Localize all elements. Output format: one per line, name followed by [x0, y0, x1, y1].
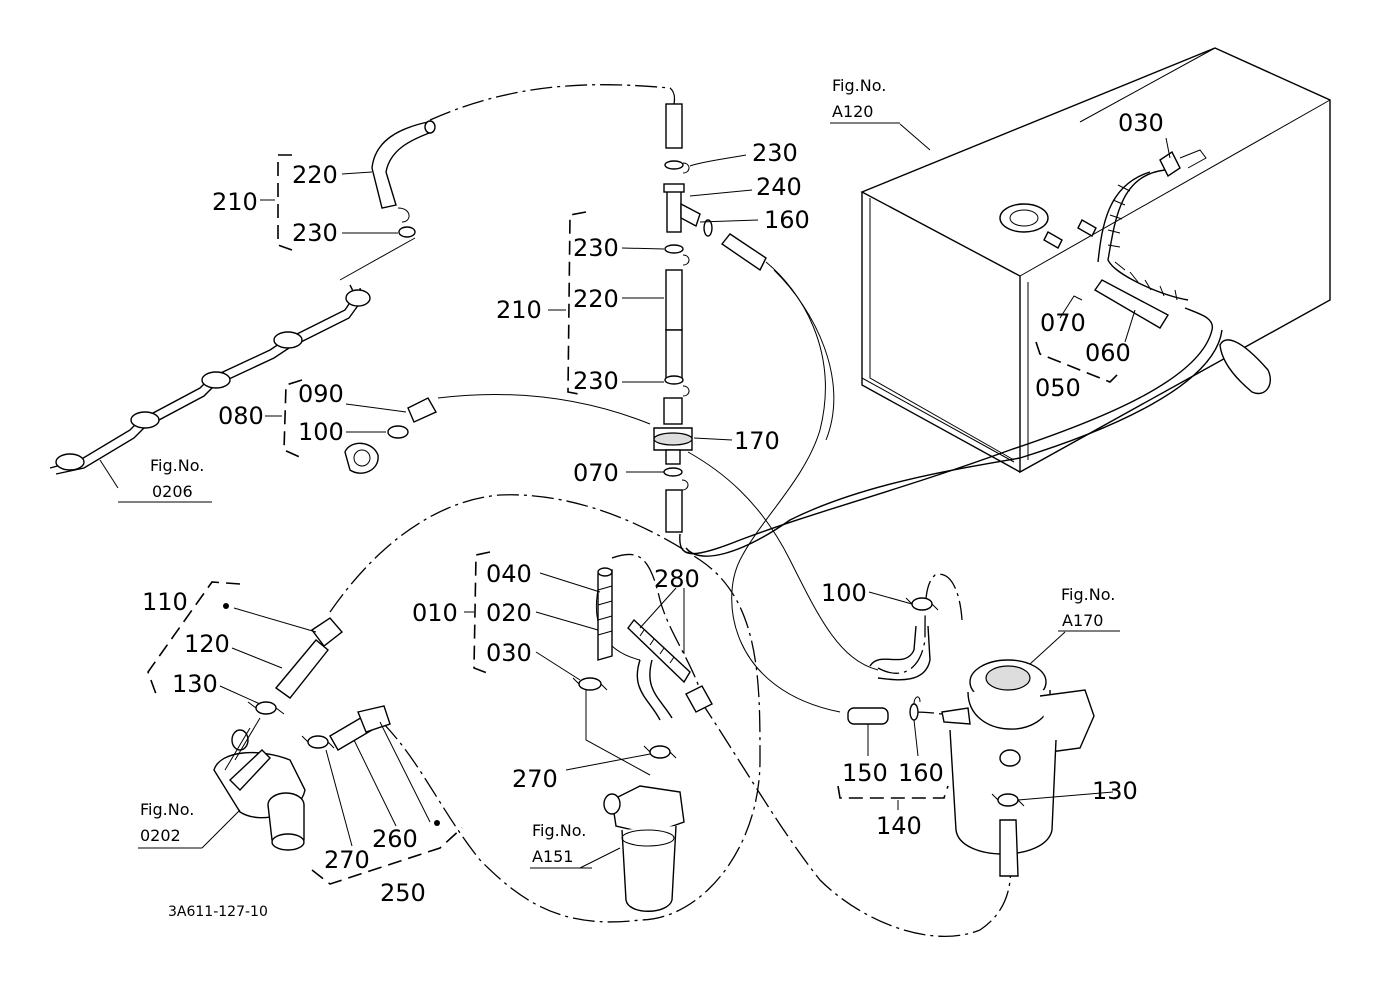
label-160-right: 160 [898, 759, 944, 787]
fig-ref-a151: Fig.No. A151 [530, 821, 592, 869]
label-210-mid: 210 [496, 296, 542, 324]
label-090: 090 [298, 380, 344, 408]
label-040: 040 [486, 560, 532, 588]
label-230-left: 230 [292, 219, 338, 247]
label-070-mid: 070 [573, 459, 619, 487]
band-280 [627, 618, 713, 721]
hose-100 [869, 597, 939, 681]
svg-text:Fig.No.: Fig.No. [532, 821, 586, 840]
part-labels: 030 230 240 160 220 210 230 230 210 220 … [142, 109, 1164, 907]
fig-ref-a170: Fig.No. A170 [1058, 585, 1120, 632]
svg-text:0206: 0206 [152, 482, 193, 501]
figure-references: Fig.No. A120 Fig.No. 0206 Fig.No. A170 F… [118, 76, 1120, 869]
drawing-code: 3A611-127-10 [168, 904, 268, 920]
label-260: 260 [372, 825, 418, 853]
group-brackets [147, 154, 1119, 885]
label-080: 080 [218, 402, 264, 430]
label-100-right: 100 [821, 579, 867, 607]
fuel-filter [941, 659, 1095, 877]
label-220-mid: 220 [573, 285, 619, 313]
fuel-feed-pump [213, 717, 306, 851]
label-230-mid-b: 230 [573, 367, 619, 395]
fig-ref-a120: Fig.No. A120 [830, 76, 900, 124]
svg-text:Fig.No.: Fig.No. [1061, 585, 1115, 604]
leader-lines [99, 47, 1216, 869]
center-fuel-line [653, 103, 767, 533]
hose-120 [223, 603, 344, 699]
fuel-pipes [437, 261, 1223, 713]
svg-text:Fig.No.: Fig.No. [140, 800, 194, 819]
elbow-hose-220 [371, 120, 436, 209]
clamp-030 [572, 677, 608, 691]
reference-lines [329, 84, 1012, 938]
label-220-left: 220 [292, 161, 338, 189]
label-270-center: 270 [512, 765, 558, 793]
label-140: 140 [876, 812, 922, 840]
fig-ref-0202: Fig.No. 0202 [138, 800, 202, 849]
label-010: 010 [412, 599, 458, 627]
hose-020 [597, 567, 613, 661]
svg-text:0202: 0202 [140, 826, 181, 845]
label-100-left: 100 [298, 418, 344, 446]
svg-text:Fig.No.: Fig.No. [832, 76, 886, 95]
label-120: 120 [184, 630, 230, 658]
label-130-left: 130 [172, 670, 218, 698]
svg-text:A151: A151 [532, 847, 573, 866]
hose-260 [329, 705, 440, 826]
clamp-270-left [301, 735, 335, 749]
label-110: 110 [142, 588, 188, 616]
label-250: 250 [380, 879, 426, 907]
label-170: 170 [734, 427, 780, 455]
label-070-tank: 070 [1040, 309, 1086, 337]
corrugated-hose-icon [1097, 169, 1189, 301]
hose-150 [847, 696, 921, 725]
label-230-top: 230 [752, 139, 798, 167]
label-240: 240 [756, 173, 802, 201]
fig-ref-0206: Fig.No. 0206 [118, 456, 212, 503]
label-230-mid-a: 230 [573, 234, 619, 262]
label-020: 020 [486, 599, 532, 627]
water-separator [585, 690, 685, 912]
clip-icon [398, 226, 416, 238]
label-270-left: 270 [324, 846, 370, 874]
injection-pipe-assembly [49, 237, 416, 475]
label-030-tank: 030 [1118, 109, 1164, 137]
label-160-top: 160 [764, 206, 810, 234]
svg-text:Fig.No.: Fig.No. [150, 456, 204, 475]
svg-text:A120: A120 [832, 102, 873, 121]
label-280: 280 [654, 565, 700, 593]
label-030-bottom: 030 [486, 639, 532, 667]
label-050: 050 [1035, 374, 1081, 402]
label-060: 060 [1085, 339, 1131, 367]
label-150: 150 [842, 759, 888, 787]
label-210-left: 210 [212, 188, 258, 216]
connector-090 [344, 397, 437, 474]
svg-text:A170: A170 [1062, 611, 1103, 630]
label-130-right: 130 [1092, 777, 1138, 805]
clamp-130-left [247, 701, 285, 715]
fuel-tank [860, 47, 1331, 474]
